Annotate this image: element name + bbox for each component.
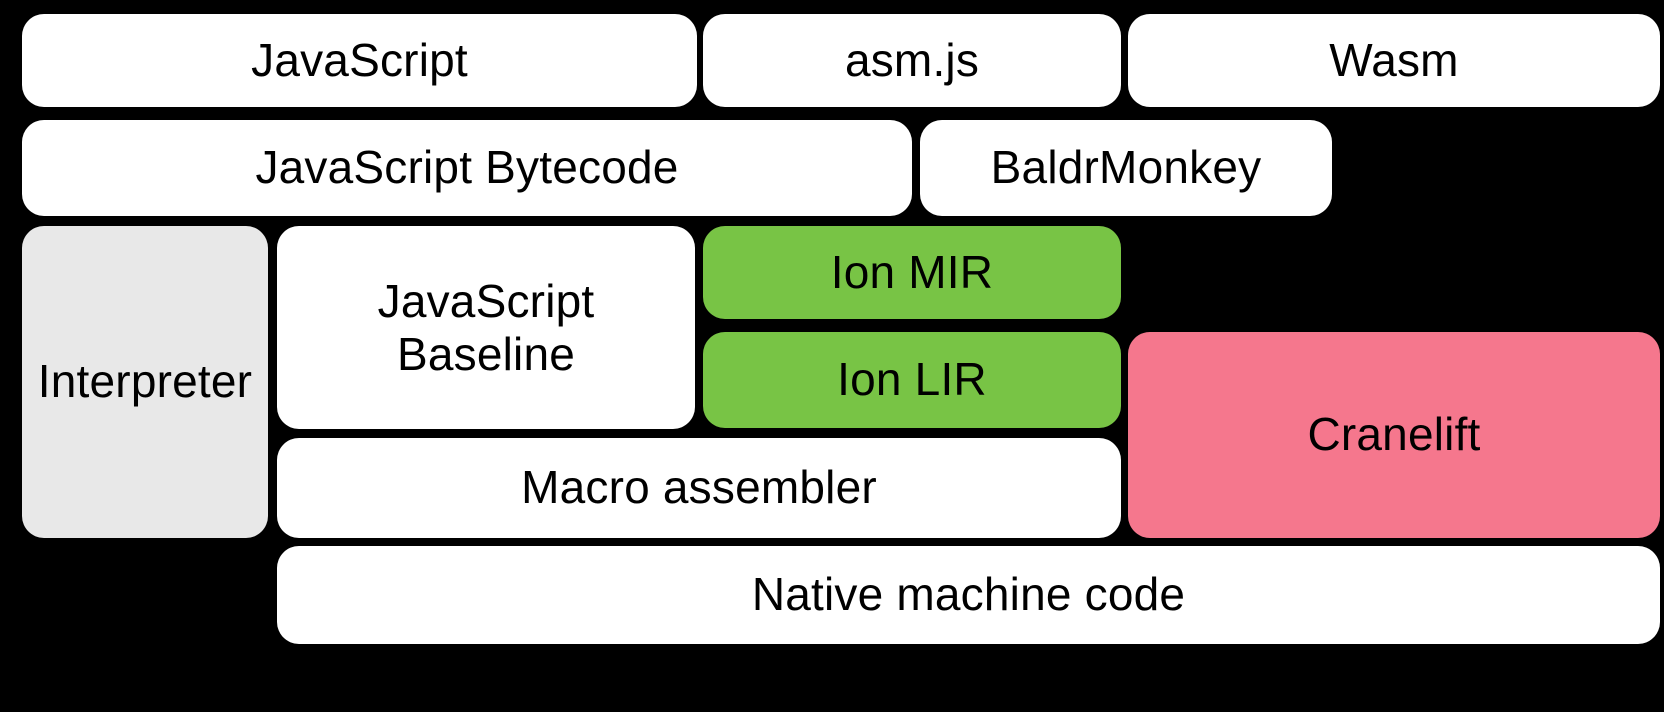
node-cranelift[interactable]: Cranelift — [1128, 332, 1660, 538]
node-wasm[interactable]: Wasm — [1128, 14, 1660, 107]
node-baldrmonkey[interactable]: BaldrMonkey — [920, 120, 1332, 216]
node-asm-js[interactable]: asm.js — [703, 14, 1121, 107]
node-ion-lir[interactable]: Ion LIR — [703, 332, 1121, 428]
node-javascript-bytecode[interactable]: JavaScript Bytecode — [22, 120, 912, 216]
node-ion-mir[interactable]: Ion MIR — [703, 226, 1121, 319]
node-interpreter[interactable]: Interpreter — [22, 226, 268, 538]
node-macro-assembler[interactable]: Macro assembler — [277, 438, 1121, 538]
node-javascript[interactable]: JavaScript — [22, 14, 697, 107]
node-javascript-baseline[interactable]: JavaScript Baseline — [277, 226, 695, 429]
node-native-machine-code[interactable]: Native machine code — [277, 546, 1660, 644]
